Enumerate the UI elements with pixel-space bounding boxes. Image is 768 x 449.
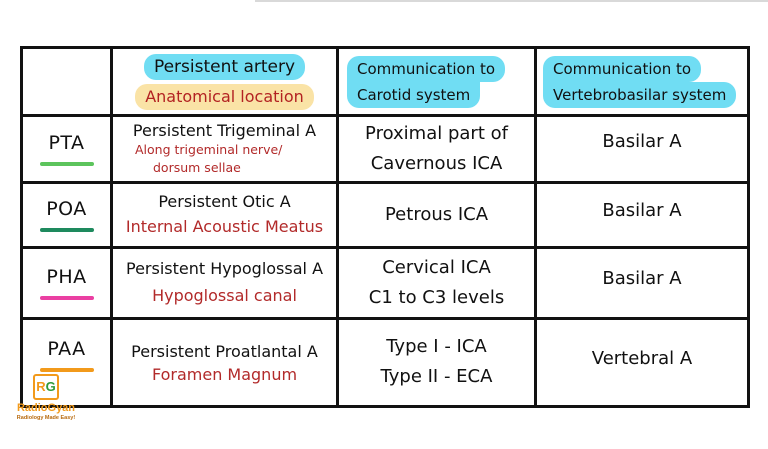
logo-title: RadioGyan [16,402,76,414]
carotid-communication-line2: Type II - ECA [380,366,493,387]
carotid-communication-line1: Proximal part of [365,123,508,144]
table-row-carotid-pta: Proximal part of Cavernous ICA [339,117,534,181]
table-row-vertebro-paa: Vertebral A [537,320,747,405]
header-vertebro-line2: Vertebrobasilar system [543,81,737,108]
table-row-name-pta: Persistent Trigeminal A Along trigeminal… [113,117,336,181]
carotid-communication-line1: Cervical ICA [382,257,491,278]
color-underline [39,162,94,166]
vertebrobasilar-communication: Basilar A [602,268,682,289]
artery-name: Persistent Otic A [158,192,291,211]
header-vertebro-line1: Communication to [543,55,702,82]
table-row-abbr-pta: PTA [23,117,110,181]
artery-name: Persistent Hypoglossal A [125,259,324,278]
header-artery-cell: Persistent artery Anatomical location [113,49,336,114]
table-row-carotid-paa: Type I - ICA Type II - ECA [339,320,534,405]
table-row-carotid-pha: Cervical ICA C1 to C3 levels [339,249,534,317]
radiogyan-logo: RG RadioGyan Radiology Made Easy! [5,374,87,446]
table-row-vertebro-poa: Basilar A [537,184,747,246]
artery-abbreviation: PHA [46,266,87,288]
vertebrobasilar-communication: Vertebral A [591,348,693,369]
artery-location: Foramen Magnum [151,365,298,384]
artery-abbreviation: PTA [48,132,85,154]
table-row-abbr-pha: PHA [23,249,110,317]
table-row-abbr-paa: PAA [23,320,110,405]
vertebrobasilar-communication: Basilar A [602,131,682,152]
header-location-label: Anatomical location [135,83,314,110]
artery-name: Persistent Trigeminal A [132,121,317,140]
artery-location: Hypoglossal canal [152,286,297,305]
header-carotid-line1: Communication to [347,55,506,82]
header-vertebrobasilar-cell: Communication to Vertebrobasilar system [537,49,747,114]
carotid-communication: Petrous ICA [384,204,489,225]
color-underline [39,228,94,232]
carotid-communication-line1: Type I - ICA [386,336,487,357]
header-carotid-line2: Carotid system [347,81,481,108]
row-divider [23,317,747,320]
logo-mark-icon: RG [33,374,59,400]
column-divider [110,49,113,405]
row-divider [23,114,747,117]
table-row-name-poa: Persistent Otic A Internal Acoustic Meat… [113,184,336,246]
header-carotid-cell: Communication to Carotid system [339,49,534,114]
logo-tagline: Radiology Made Easy! [16,415,76,421]
row-divider [23,246,747,249]
table-row-vertebro-pha: Basilar A [537,249,747,317]
table-row-carotid-poa: Petrous ICA [339,184,534,246]
artery-location: Internal Acoustic Meatus [125,217,324,236]
column-divider [336,49,339,405]
table-row-vertebro-pta: Basilar A [537,117,747,181]
top-divider-line [255,0,768,2]
row-divider [23,181,747,184]
artery-location-line1: Along trigeminal nerve/ [135,142,283,157]
carotid-communication-line2: C1 to C3 levels [368,287,505,308]
carotid-communication-line2: Cavernous ICA [370,153,503,174]
vertebrobasilar-communication: Basilar A [602,200,682,221]
table-row-abbr-poa: POA [23,184,110,246]
artery-abbreviation: POA [46,198,87,220]
arteries-table: Persistent artery Anatomical location Co… [20,46,750,408]
color-underline [39,296,94,300]
artery-name: Persistent Proatlantal A [131,342,318,361]
header-artery-label: Persistent artery [143,53,306,80]
table-row-name-pha: Persistent Hypoglossal A Hypoglossal can… [113,249,336,317]
table-row-name-paa: Persistent Proatlantal A Foramen Magnum [113,320,336,405]
color-underline [39,368,94,372]
artery-location-line2: dorsum sellae [153,160,241,175]
column-divider [534,49,537,405]
artery-abbreviation: PAA [47,338,86,360]
